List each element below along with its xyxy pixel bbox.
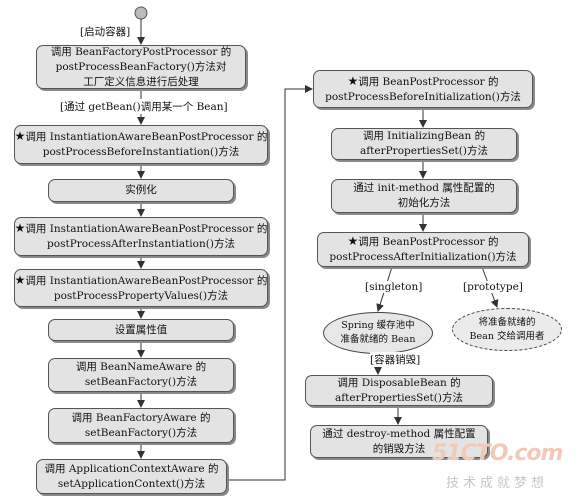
step-line: setBeanFactory()方法 (84, 426, 198, 439)
step-property-values: 调用 InstantiationAwareBeanPostProcessor 的… (14, 269, 268, 307)
step-line: 工厂定义信息进行后处理 (83, 75, 199, 88)
step-line: 调用 InstantiationAwareBeanPostProcessor 的 (15, 129, 267, 145)
step-line: postProcessAfterInstantiation()方法 (47, 238, 235, 250)
step-after-initialization: 调用 BeanPostProcessor 的 postProcessAfterI… (317, 232, 529, 267)
watermark-slogan: 技术成就梦想 (446, 476, 549, 491)
step-line: 调用 BeanPostProcessor 的 (347, 234, 498, 250)
step-before-instantiation: 调用 InstantiationAwareBeanPostProcessor 的… (14, 125, 268, 164)
step-line: postProcessBeanFactory()方法对 (55, 60, 227, 73)
step-line: postProcessBeforeInstantiation()方法 (42, 146, 240, 158)
step-beanfactory-postprocessor: 调用 BeanFactoryPostProcessor 的 postProces… (36, 45, 246, 89)
step-line: 调用 BeanFactoryAware 的 (71, 411, 211, 424)
step-beanfactory-aware: 调用 BeanFactoryAware 的 setBeanFactory()方法 (48, 408, 234, 443)
step-after-instantiation: 调用 InstantiationAwareBeanPostProcessor 的… (14, 217, 268, 256)
step-line: 调用 BeanNameAware 的 (75, 361, 207, 373)
step-destroy-method: 通过 destroy-method 属性配置 的销毁方法 (310, 425, 488, 458)
start-label: [启动容器] (80, 24, 131, 39)
step-instantiate: 实例化 (48, 179, 234, 202)
step-line: 实例化 (125, 184, 157, 196)
getbean-label: [通过 getBean()调用某一个 Bean] (60, 99, 228, 114)
step-applicationcontext-aware: 调用 ApplicationContextAware 的 setApplicat… (36, 459, 227, 494)
start-node (134, 6, 148, 20)
step-init-method: 通过 init-method 属性配置的 初始化方法 (331, 179, 517, 213)
step-line: setBeanFactory()方法 (84, 376, 198, 388)
step-line: postProcessAfterInitialization()方法 (329, 251, 517, 263)
step-line: 调用 InitializingBean 的 (362, 130, 486, 142)
step-line: 通过 init-method 属性配置的 (353, 182, 495, 194)
step-line: 调用 BeanPostProcessor 的 (347, 74, 498, 90)
step-line: setApplicationContext()方法 (57, 477, 206, 490)
singleton-label: [singleton] (365, 281, 423, 293)
step-initializingbean: 调用 InitializingBean 的 afterPropertiesSet… (331, 128, 517, 160)
node-line: 准备就绪的 Bean (340, 334, 416, 345)
step-line: afterPropertiesSet()方法 (335, 391, 463, 404)
step-beanname-aware: 调用 BeanNameAware 的 setBeanFactory()方法 (48, 358, 234, 392)
node-line: 将准备就绪的 (478, 316, 536, 328)
step-line: 的销毁方法 (372, 442, 426, 455)
step-disposablebean: 调用 DisposableBean 的 afterPropertiesSet()… (305, 375, 493, 406)
step-line: postProcessBeforeInitialization()方法 (325, 90, 521, 103)
singleton-cache-node: Spring 缓存池中 准备就绪的 Bean (323, 312, 433, 354)
step-line: postProcessPropertyValues()方法 (53, 289, 229, 302)
node-line: Bean 交给调用者 (469, 330, 545, 342)
step-line: 设置属性值 (114, 323, 168, 336)
step-set-properties: 设置属性值 (48, 319, 234, 341)
prototype-label: [prototype] (463, 281, 523, 293)
destroy-label: [容器销毁] (370, 352, 421, 367)
step-line: 调用 DisposableBean 的 (337, 376, 461, 389)
step-line: afterPropertiesSet()方法 (360, 145, 488, 157)
prototype-return-node: 将准备就绪的 Bean 交给调用者 (452, 308, 562, 351)
step-line: 调用 BeanFactoryPostProcessor 的 (50, 45, 232, 58)
step-line: 初始化方法 (397, 197, 451, 209)
step-line: 调用 InstantiationAwareBeanPostProcessor 的 (15, 273, 267, 289)
step-line: 调用 InstantiationAwareBeanPostProcessor 的 (15, 221, 267, 237)
step-line: 调用 ApplicationContextAware 的 (44, 462, 219, 475)
step-line: 通过 destroy-method 属性配置 (322, 427, 476, 440)
step-before-initialization: 调用 BeanPostProcessor 的 postProcessBefore… (313, 70, 533, 108)
node-line: Spring 缓存池中 (341, 320, 415, 331)
watermark-site: 51CTO.com (432, 441, 563, 466)
